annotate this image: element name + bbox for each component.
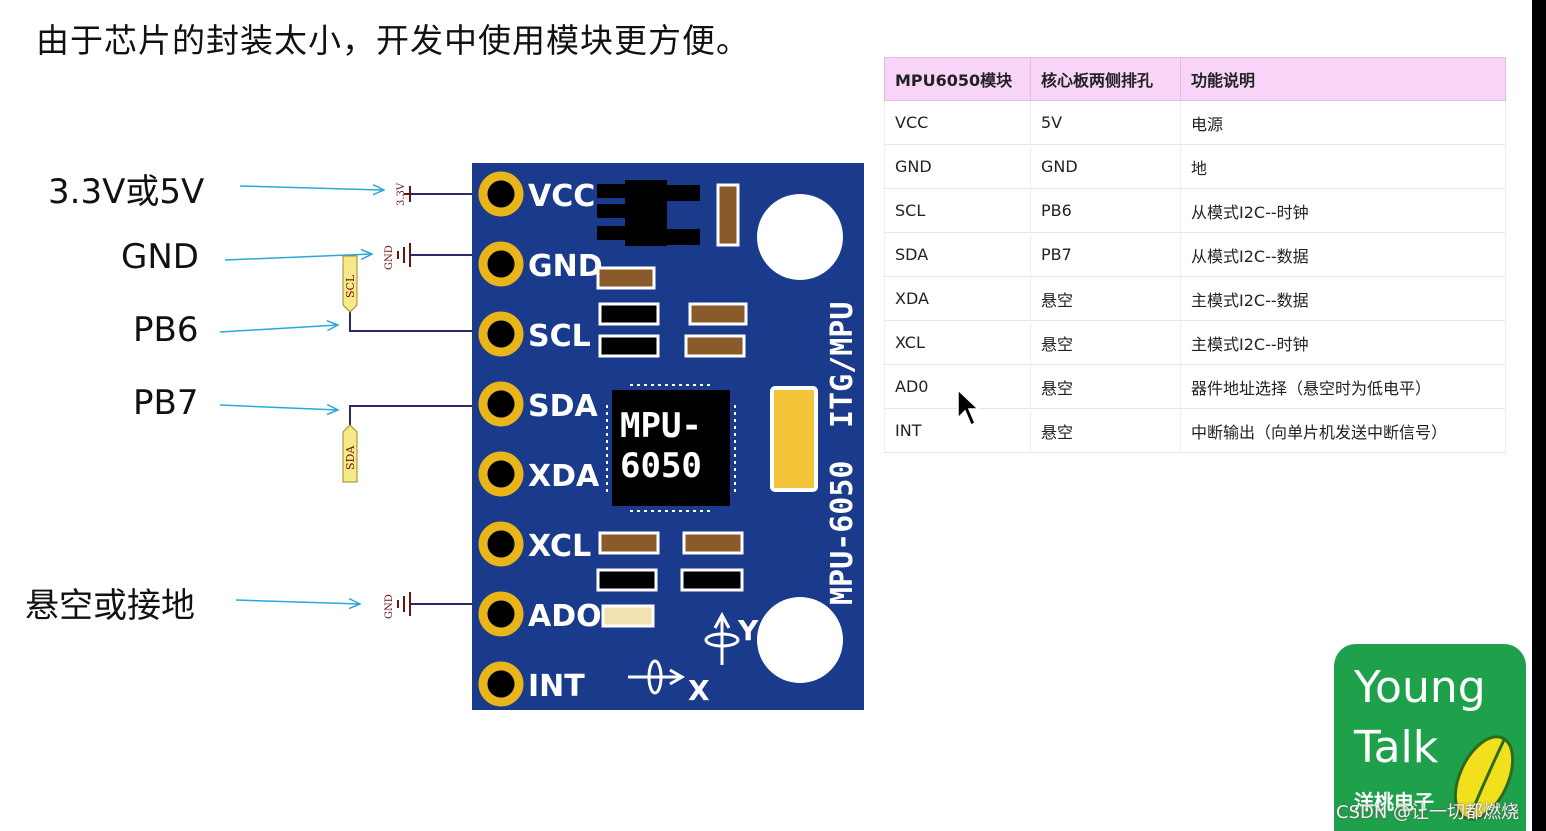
chip-label-line1: MPU-	[620, 406, 702, 446]
pin-label-gnd: GND	[528, 249, 603, 284]
table-cell: GND	[884, 144, 1031, 189]
pin-pad-int	[478, 661, 524, 707]
ground-symbol-1	[397, 243, 411, 267]
svg-text:SDA: SDA	[344, 445, 357, 470]
table-cell: PB7	[1030, 232, 1181, 277]
header-module: MPU6050模块	[884, 57, 1031, 101]
net-label-gnd-1: GND	[384, 245, 395, 270]
table-cell: 悬空	[1030, 276, 1181, 321]
chip-label-line2: 6050	[620, 446, 702, 486]
net-label-3v3: 3.3V	[396, 182, 407, 206]
label-pb7: PB7	[133, 383, 199, 423]
table-cell: PB6	[1030, 188, 1181, 233]
table-cell: 从模式I2C--时钟	[1180, 188, 1506, 233]
net-flag-scl: SCL	[342, 255, 358, 313]
table-cell: SCL	[884, 188, 1031, 233]
carambola-logo-icon	[1453, 735, 1515, 821]
logo-text-2: Talk	[1354, 722, 1439, 773]
board-text-model: MPU-6050	[825, 461, 860, 606]
board-text-itg-mpu: ITG/MPU	[825, 302, 860, 428]
pin-pad-vcc	[478, 171, 524, 217]
header-function: 功能说明	[1180, 57, 1506, 101]
header-core-board: 核心板两侧排孔	[1030, 57, 1181, 101]
table-header-row: MPU6050模块 核心板两侧排孔 功能说明	[884, 57, 1506, 101]
pin-label-int: INT	[528, 669, 585, 704]
table-cell: XCL	[884, 320, 1031, 365]
table-cell: 器件地址选择（悬空时为低电平）	[1180, 364, 1506, 409]
pin-pad-ado	[478, 591, 524, 637]
pin-pad-scl	[478, 311, 524, 357]
table-cell: 悬空	[1030, 320, 1181, 365]
axis-y-label: Y	[737, 614, 759, 647]
window-edge	[1532, 0, 1546, 831]
svg-text:SCL: SCL	[344, 274, 357, 298]
net-flag-sda: SDA	[342, 424, 358, 483]
mpu6050-chip: MPU- 6050	[606, 384, 736, 512]
table-cell: 地	[1180, 144, 1506, 189]
label-gnd: GND	[121, 237, 199, 277]
schematic-wires	[349, 193, 472, 605]
table-cell: 5V	[1030, 100, 1181, 145]
table-cell: SDA	[884, 232, 1031, 277]
voltage-regulator	[625, 180, 667, 246]
table-cell: 主模式I2C--时钟	[1180, 320, 1506, 365]
pin-label-ado: ADO	[528, 599, 602, 634]
logo-text-1: Young	[1354, 662, 1486, 713]
ground-symbol-2	[397, 592, 411, 616]
table-cell: 悬空	[1030, 408, 1181, 453]
table-cell: 电源	[1180, 100, 1506, 145]
axis-indicator	[628, 611, 740, 695]
mounting-hole-top	[757, 194, 843, 280]
pin-label-sda: SDA	[528, 389, 599, 424]
csdn-watermark: CSDN @让一切都燃烧	[1336, 802, 1520, 823]
table-cell: XDA	[884, 276, 1031, 321]
pin-label-scl: SCL	[528, 319, 591, 354]
label-pb6: PB6	[133, 310, 199, 350]
table-cell: 主模式I2C--数据	[1180, 276, 1506, 321]
youngtalk-logo: Young Talk 洋桃电子	[1334, 644, 1526, 831]
table-cell: 中断输出（向单片机发送中断信号）	[1180, 408, 1506, 453]
pin-pad-xcl	[478, 521, 524, 567]
mounting-hole-bottom	[757, 597, 843, 683]
slide-heading: 由于芯片的封装太小，开发中使用模块更方便。	[36, 21, 750, 60]
power-symbol-3v3: 3.3V	[396, 182, 411, 206]
connection-arrows	[219, 186, 384, 604]
smd-components	[596, 183, 818, 628]
mouse-cursor-icon	[956, 388, 980, 432]
net-label-gnd-2: GND	[384, 594, 395, 619]
pin-label-vcc: VCC	[528, 179, 595, 214]
mpu6050-board: VCC GND SCL SDA XDA XCL ADO INT	[472, 163, 864, 710]
table-cell: 从模式I2C--数据	[1180, 232, 1506, 277]
pin-pad-gnd	[478, 241, 524, 287]
label-supply-voltage: 3.3V或5V	[48, 172, 205, 212]
logo-text-3: 洋桃电子	[1354, 790, 1434, 814]
table-cell: GND	[1030, 144, 1181, 189]
label-ado-note: 悬空或接地	[25, 586, 195, 626]
pin-pad-sda	[478, 381, 524, 427]
axis-x-label: X	[688, 674, 710, 707]
pin-pad-xda	[478, 451, 524, 497]
table-cell: VCC	[884, 100, 1031, 145]
pin-label-xda: XDA	[528, 459, 600, 494]
table-cell: 悬空	[1030, 364, 1181, 409]
pin-label-xcl: XCL	[528, 529, 591, 564]
